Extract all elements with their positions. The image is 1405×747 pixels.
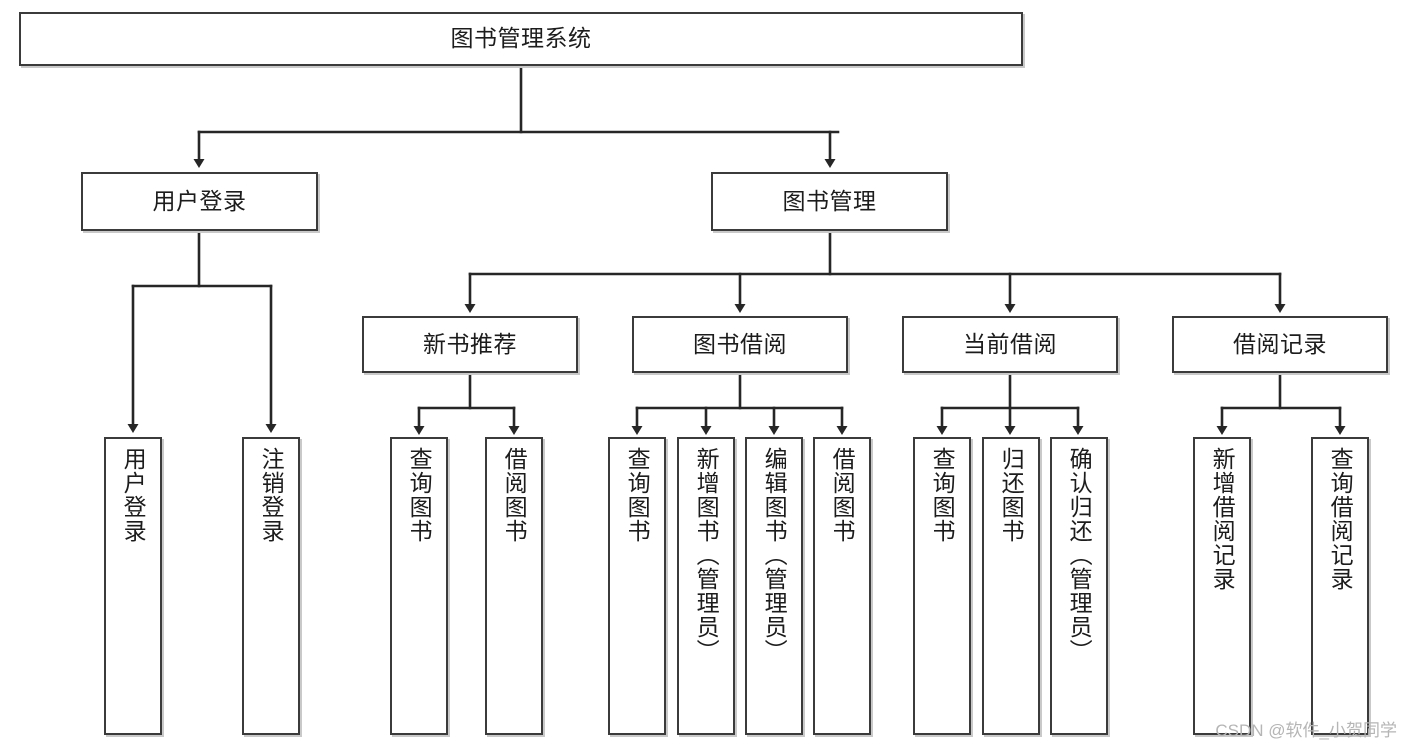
leaf-logout[interactable]: 注销登录 <box>242 437 300 735</box>
leaf-query-book-recommend-label: 查询图书 <box>406 447 433 543</box>
node-borrow-record[interactable]: 借阅记录 <box>1172 316 1388 373</box>
node-new-book-recommend[interactable]: 新书推荐 <box>362 316 578 373</box>
leaf-query-book-current[interactable]: 查询图书 <box>913 437 971 735</box>
leaf-query-book-borrow-label: 查询图书 <box>624 447 651 543</box>
node-book-management-label: 图书管理 <box>782 187 877 214</box>
node-borrow-record-label: 借阅记录 <box>1233 330 1327 357</box>
leaf-query-book-borrow[interactable]: 查询图书 <box>608 437 666 735</box>
leaf-add-borrow-record[interactable]: 新增借阅记录 <box>1193 437 1251 735</box>
leaf-add-borrow-record-label: 新增借阅记录 <box>1209 447 1236 591</box>
leaf-borrow-book[interactable]: 借阅图书 <box>813 437 871 735</box>
leaf-add-book-admin[interactable]: 新增图书（管理员） <box>677 437 735 735</box>
leaf-query-book-current-label: 查询图书 <box>929 447 956 543</box>
leaf-query-borrow-record[interactable]: 查询借阅记录 <box>1311 437 1369 735</box>
node-root-label: 图书管理系统 <box>450 25 592 52</box>
watermark: CSDN @软件_小贺同学 <box>1215 721 1397 740</box>
leaf-return-book[interactable]: 归还图书 <box>982 437 1040 735</box>
node-book-borrow[interactable]: 图书借阅 <box>632 316 848 373</box>
node-root[interactable]: 图书管理系统 <box>19 12 1023 66</box>
leaf-query-borrow-record-label: 查询借阅记录 <box>1327 447 1354 591</box>
leaf-query-book-recommend[interactable]: 查询图书 <box>390 437 448 735</box>
leaf-borrow-book-recommend-label: 借阅图书 <box>501 447 528 543</box>
node-book-management[interactable]: 图书管理 <box>711 172 948 231</box>
node-current-borrow-label: 当前借阅 <box>963 330 1057 357</box>
node-new-book-recommend-label: 新书推荐 <box>423 330 517 357</box>
leaf-user-login[interactable]: 用户登录 <box>104 437 162 735</box>
leaf-borrow-book-recommend[interactable]: 借阅图书 <box>485 437 543 735</box>
leaf-confirm-return-admin[interactable]: 确认归还（管理员） <box>1050 437 1108 735</box>
leaf-confirm-return-admin-label: 确认归还（管理员） <box>1066 447 1093 663</box>
node-book-borrow-label: 图书借阅 <box>693 330 787 357</box>
leaf-edit-book-admin-label: 编辑图书（管理员） <box>761 447 788 663</box>
leaf-add-book-admin-label: 新增图书（管理员） <box>693 447 720 663</box>
node-user-login-label: 用户登录 <box>152 187 247 214</box>
leaf-edit-book-admin[interactable]: 编辑图书（管理员） <box>745 437 803 735</box>
leaf-logout-label: 注销登录 <box>258 447 285 543</box>
leaf-borrow-book-label: 借阅图书 <box>829 447 856 543</box>
leaf-user-login-label: 用户登录 <box>120 447 147 543</box>
leaf-return-book-label: 归还图书 <box>998 447 1025 543</box>
node-current-borrow[interactable]: 当前借阅 <box>902 316 1118 373</box>
node-user-login[interactable]: 用户登录 <box>81 172 318 231</box>
